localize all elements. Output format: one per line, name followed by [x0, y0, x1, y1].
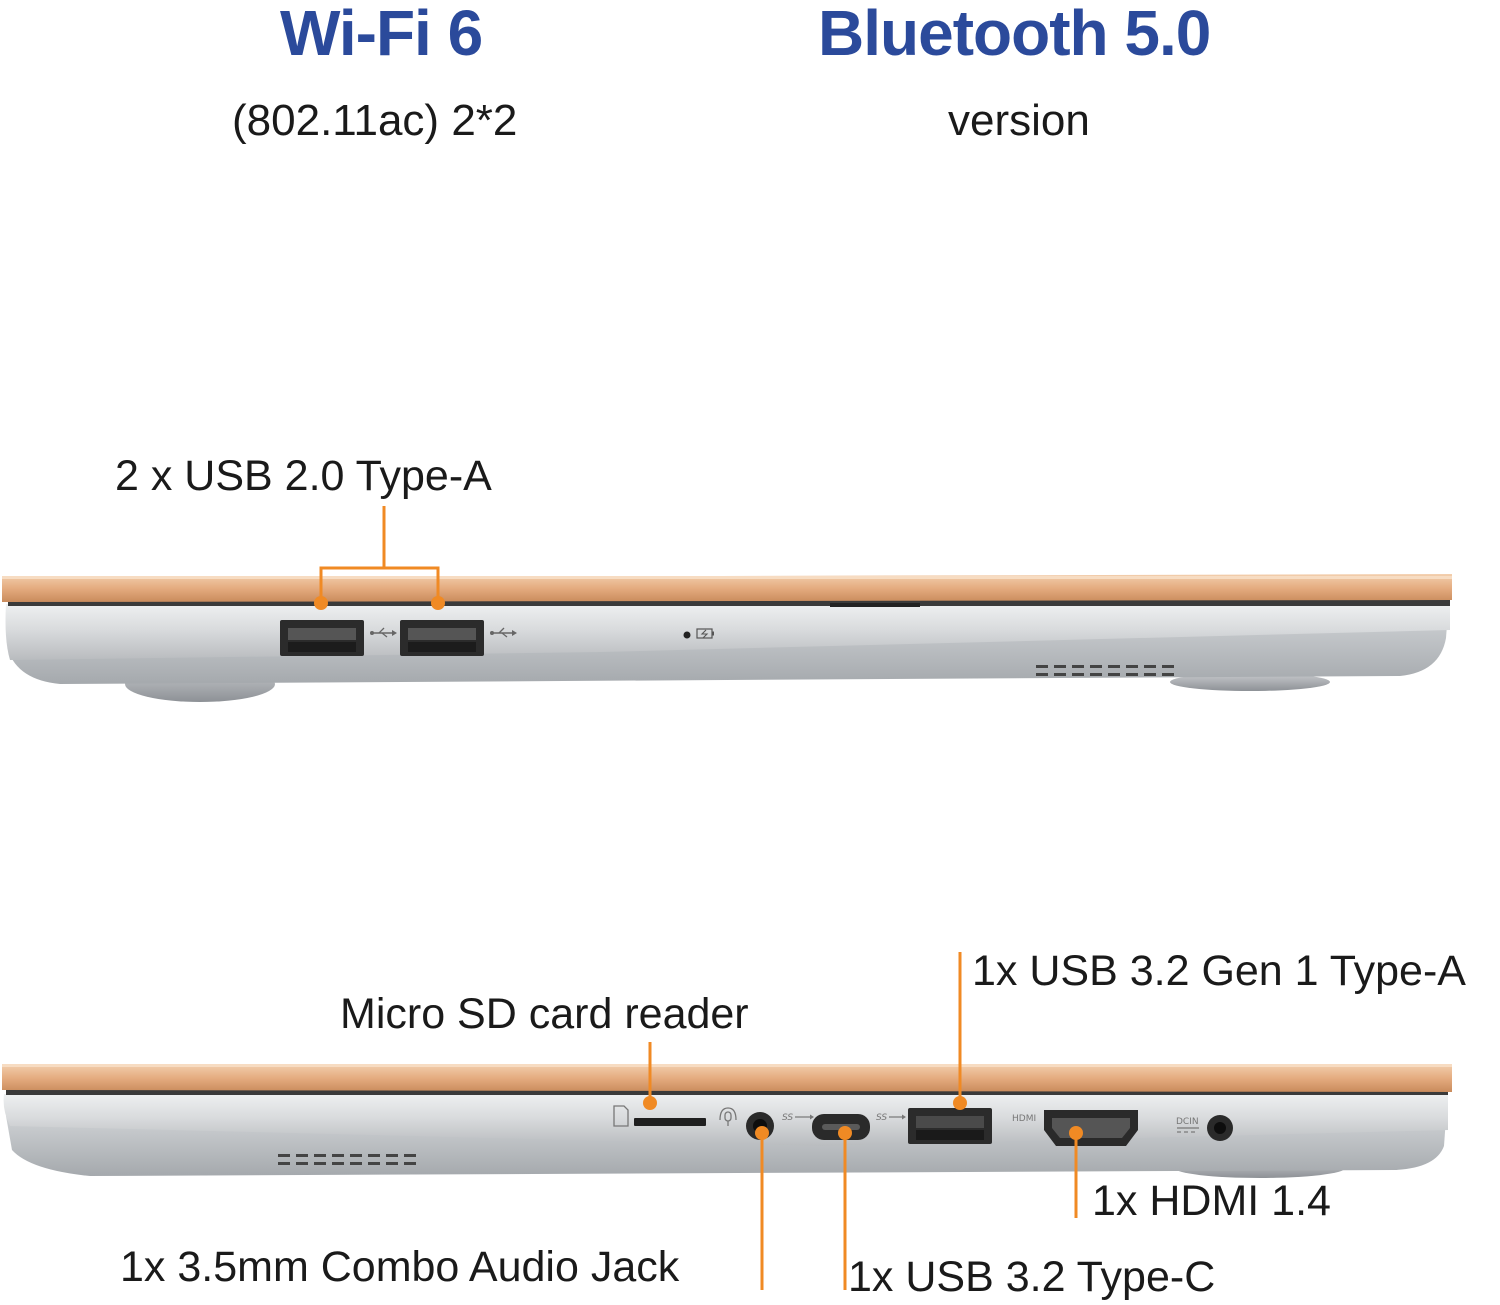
usb-icon	[490, 627, 517, 638]
wifi-title: Wi-Fi 6	[280, 0, 483, 69]
left-side-view	[2, 506, 1452, 702]
status-led	[683, 631, 691, 639]
bluetooth-title: Bluetooth 5.0	[818, 0, 1211, 69]
seam	[8, 600, 1450, 606]
callout-dot	[953, 1096, 967, 1110]
callout-dot	[755, 1126, 769, 1140]
usb-icon	[370, 627, 397, 638]
callout-dot	[1069, 1126, 1083, 1140]
seam	[6, 1090, 1448, 1095]
dc-icon	[1177, 1127, 1199, 1133]
right-side-view: SS SS HDMI DCIN	[2, 952, 1452, 1290]
lid-highlight	[2, 576, 1452, 579]
hdmi-port-label: HDMI	[1012, 1114, 1036, 1124]
usb32a-callout: 1x USB 3.2 Gen 1 Type-A	[972, 947, 1466, 995]
sd-callout: Micro SD card reader	[340, 990, 749, 1038]
superspeed-usb-icon: SS	[782, 1113, 814, 1123]
usb2-callout-line	[319, 506, 440, 602]
right-foot	[1170, 673, 1330, 691]
gold-lid	[2, 1064, 1452, 1092]
hinge-strip	[830, 603, 920, 607]
lid-highlight	[2, 1064, 1452, 1067]
sd-card-icon	[613, 1105, 629, 1127]
micro-sd-slot	[634, 1118, 706, 1126]
gold-lid	[2, 574, 1452, 602]
headset-icon	[719, 1107, 737, 1126]
dcin-label: DCIN	[1176, 1117, 1199, 1127]
callout-dot	[314, 596, 328, 610]
bluetooth-detail: version	[948, 96, 1090, 145]
audio-callout: 1x 3.5mm Combo Audio Jack	[120, 1243, 680, 1291]
callout-dot	[643, 1096, 657, 1110]
usb2-port-2	[400, 620, 484, 656]
speaker-vent	[278, 1154, 416, 1165]
usb2-callout: 2 x USB 2.0 Type-A	[115, 452, 492, 500]
hdmi-callout: 1x HDMI 1.4	[1092, 1177, 1331, 1225]
silver-band	[5, 604, 1450, 660]
svg-text:SS: SS	[782, 1113, 793, 1123]
svg-text:SS: SS	[876, 1113, 887, 1123]
usb32-type-a-port	[908, 1108, 992, 1144]
usb2-port-1	[280, 620, 364, 656]
speaker-vent	[1036, 665, 1174, 676]
battery-icon	[696, 628, 714, 639]
callout-dot	[838, 1126, 852, 1140]
callout-dot	[431, 596, 445, 610]
usbc-callout: 1x USB 3.2 Type-C	[848, 1253, 1216, 1301]
wifi-detail: (802.11ac) 2*2	[232, 96, 518, 145]
superspeed-usb-icon: SS	[876, 1113, 906, 1123]
